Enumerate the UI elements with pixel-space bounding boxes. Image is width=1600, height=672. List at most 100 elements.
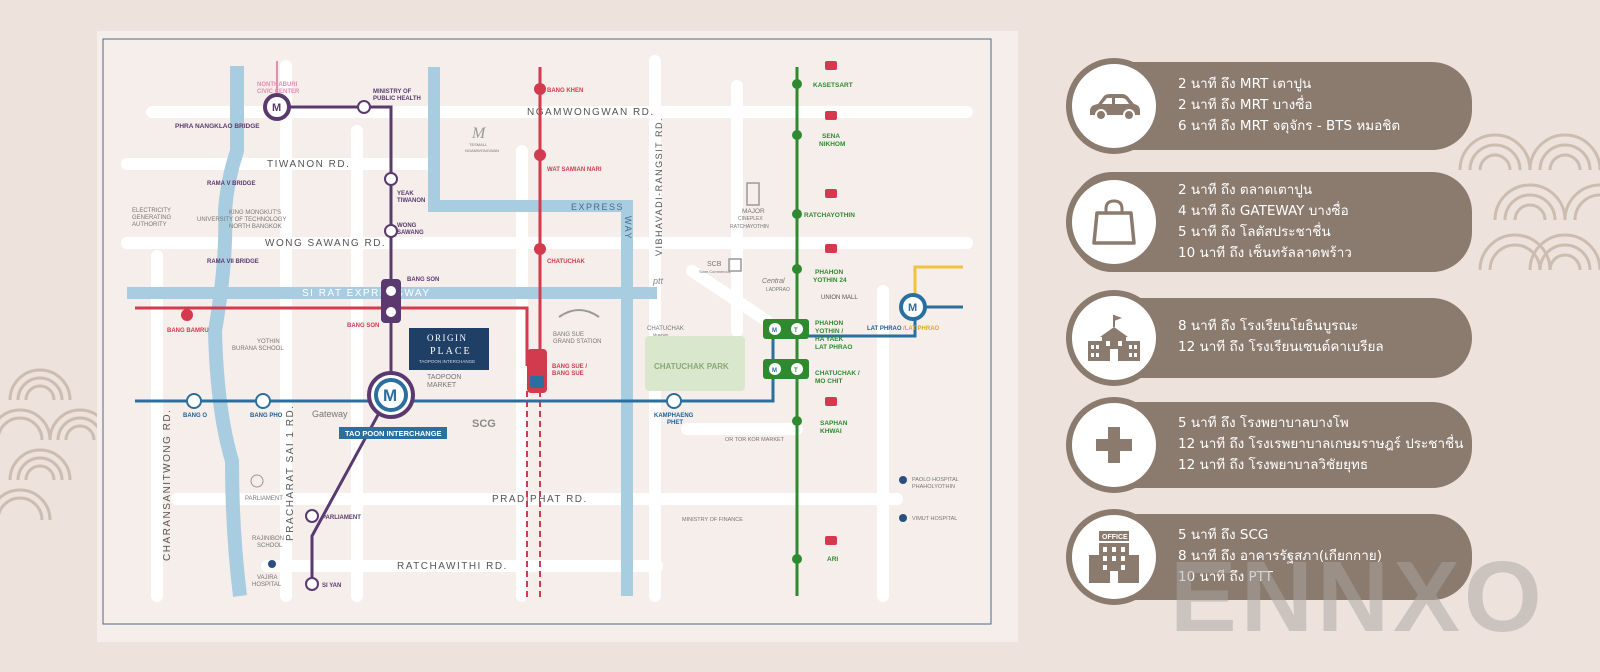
mochit-label-2: MO CHIT [815, 378, 842, 385]
travel-car-card: 2 นาที ถึง MRT เตาปูน 2 นาที ถึง MRT บาง… [1066, 58, 1472, 154]
pradiphat-road: PRADIPHAT RD. [492, 494, 588, 505]
phahon-label-1: PHAHON [815, 320, 843, 327]
location-map: SI RAT EXPRESSWAY EXPRESS WAY NGAMWONGWA… [97, 31, 1018, 642]
ministry-finance-label: MINISTRY OF FINANCE [682, 517, 743, 523]
tao-poon-interchange-marker: M [367, 371, 415, 419]
info-line: 4 นาที ถึง GATEWAY บางซื่อ [1178, 203, 1349, 219]
blue-stations: M [186, 293, 927, 409]
watermark: ENNXO [1170, 541, 1546, 653]
chatuchak-park [645, 336, 745, 391]
taopoon-market-label-1: TAOPOON [427, 374, 461, 381]
shopping-text: 2 นาที ถึง ตลาดเตาปูน 4 นาที ถึง GATEWAY… [1178, 180, 1352, 264]
origin-place-marker [409, 328, 489, 370]
kamphaeng-label-1: KAMPHAENG [654, 413, 694, 419]
sena-label-1: SENA [822, 133, 840, 140]
bang-son-purple-label: BANG SON [407, 277, 439, 283]
egat-label-2: GENERATING [132, 215, 172, 221]
yeak-label-1: YEAK [397, 191, 414, 197]
scb-label-1: SCB [707, 261, 722, 268]
map-graphic: SI RAT EXPRESSWAY EXPRESS WAY NGAMWONGWA… [102, 38, 992, 625]
wong-sawang-road: WONG SAWANG RD. [265, 238, 386, 249]
parliament-station-label: PARLIAMENT [322, 515, 361, 521]
bang-bamru-label: BANG BAMRU [167, 328, 209, 334]
paolo-label-2: PHAHOLYOTHIN [912, 484, 955, 490]
paolo-label-1: PAOLO HOSPITAL [912, 477, 959, 483]
bang-sue-grand-icon [558, 309, 600, 318]
bang-sue-label-2: BANG SUE [552, 371, 584, 377]
shopping-bag-icon [1066, 174, 1162, 270]
bang-pho-label: BANG PHO [250, 413, 283, 419]
red-line-future [526, 391, 541, 601]
info-line: 2 นาที ถึง ตลาดเตาปูน [1178, 182, 1313, 198]
school-icon [1066, 290, 1162, 386]
bang-sue-grand-label-2: GRAND STATION [553, 339, 601, 345]
major-label-3: RATCHAYOTHIN [730, 224, 769, 230]
svg-text:M: M [908, 302, 917, 314]
office-card: OFFICE 5 นาที ถึง SCG 8 นาที ถึง อาคารรั… [1066, 509, 1472, 605]
rajinibon-label-1: RAJINIBON [252, 536, 284, 542]
tao-poon-label: TAO POON INTERCHANGE [345, 429, 442, 438]
mochit-label-1: CHATUCHAK / [815, 370, 860, 377]
expressway-label: EXPRESS [571, 202, 624, 212]
kmutnb-label-1: KING MONGKUT'S [229, 210, 281, 216]
major-label-1: MAJOR [742, 208, 765, 215]
tesmall-label-2: NGAMWONGWAN [465, 148, 499, 153]
map-border [102, 38, 992, 625]
scb-label-2: Siam Commercial [699, 269, 731, 274]
info-line: 2 นาที ถึง MRT บางซื่อ [1178, 97, 1313, 113]
bang-sue-label-1: BANG SUE / [552, 364, 587, 370]
chao-phraya-river [207, 66, 247, 597]
info-line: 12 นาที ถึง โรงเรพยาบาลเกษมราษฎร์ ประชาช… [1178, 436, 1464, 452]
phahon-label-4: LAT PHRAO [815, 344, 852, 351]
chatuchak-red-label: CHATUCHAK [547, 259, 586, 265]
info-line: 10 นาที ถึง PTT [1178, 569, 1273, 585]
info-line: 5 นาที ถึง โลตัสประชาชื่น [1178, 224, 1331, 240]
svg-text:M: M [272, 102, 281, 114]
wave-pattern-right [1458, 133, 1600, 271]
ptt-label: ptt [652, 276, 664, 286]
charansanitwong-road: CHARANSANITWONG RD. [162, 409, 173, 561]
info-line: 2 นาที ถึง MRT เตาปูน [1178, 76, 1312, 92]
rajinibon-label-2: SCHOOL [257, 543, 283, 549]
office-sign-label: OFFICE [1102, 534, 1128, 541]
car-icon [1066, 58, 1162, 154]
phahon24-label-2: YOTHIN 24 [813, 277, 847, 284]
phra-nangklao-label: PHRA NANGKLAO BRIDGE [175, 123, 260, 130]
info-line: 5 นาที ถึง โรงพยาบาลบางโพ [1178, 415, 1349, 431]
phahon-label-2: YOTHIN / [815, 328, 843, 335]
union-mall-label: UNION MALL [821, 295, 858, 301]
yothin-label-2: BURANA SCHOOL [232, 346, 284, 352]
info-line: 8 นาที ถึง โรงเรียนโยธินบูรณะ [1178, 318, 1359, 334]
saphan-label-2: KHWAI [820, 428, 842, 435]
phahon-label-3: HA YAEK [815, 336, 844, 343]
bang-son-red-label: BANG SON [347, 323, 379, 329]
vajira-label-2: HOSPITAL [252, 582, 282, 588]
egat-label-1: ELECTRICITY [132, 208, 171, 214]
ratchayothin-label: RATCHAYOTHIN [804, 212, 855, 219]
origin-line-3: TAOPOON INTERCHANGE [419, 359, 475, 364]
green-stations [763, 79, 809, 564]
origin-line-2: PLACE [430, 346, 472, 357]
office-building-icon: OFFICE [1066, 509, 1162, 605]
info-line: 8 นาที ถึง อาคารรัฐสภา(เกียกกาย) [1178, 548, 1382, 564]
kmutnb-label-3: NORTH BANGKOK [229, 224, 282, 230]
purple-line [277, 105, 393, 586]
taopoon-market-label-2: MARKET [427, 382, 457, 389]
hospital-cross-icon [1066, 397, 1162, 493]
info-line: 6 นาที ถึง MRT จตุจักร - BTS หมอชิต [1178, 118, 1401, 134]
rama7-label: RAMA VII BRIDGE [207, 259, 259, 265]
svg-text:M: M [772, 368, 777, 374]
red-line [135, 67, 542, 366]
bang-khen-label: BANG KHEN [547, 88, 583, 94]
ministry-label-1: MINISTRY OF [373, 89, 412, 95]
phahon24-label-1: PHAHON [815, 269, 843, 276]
scg-label: SCG [472, 418, 496, 430]
vimut-label: VIMUT HOSPITAL [912, 516, 957, 522]
nonthaburi-label-1: NONTHABURI [257, 82, 298, 88]
lat-phrao-yellow-label: /LAT PHRAO [903, 326, 940, 332]
rama5-label: RAMA V BRIDGE [207, 181, 255, 187]
tiwanon-road: TIWANON RD. [267, 159, 350, 170]
bts-logos [825, 61, 837, 545]
ministry-label-2: PUBLIC HEALTH [373, 96, 421, 102]
origin-line-1: ORIGIN [427, 333, 468, 343]
